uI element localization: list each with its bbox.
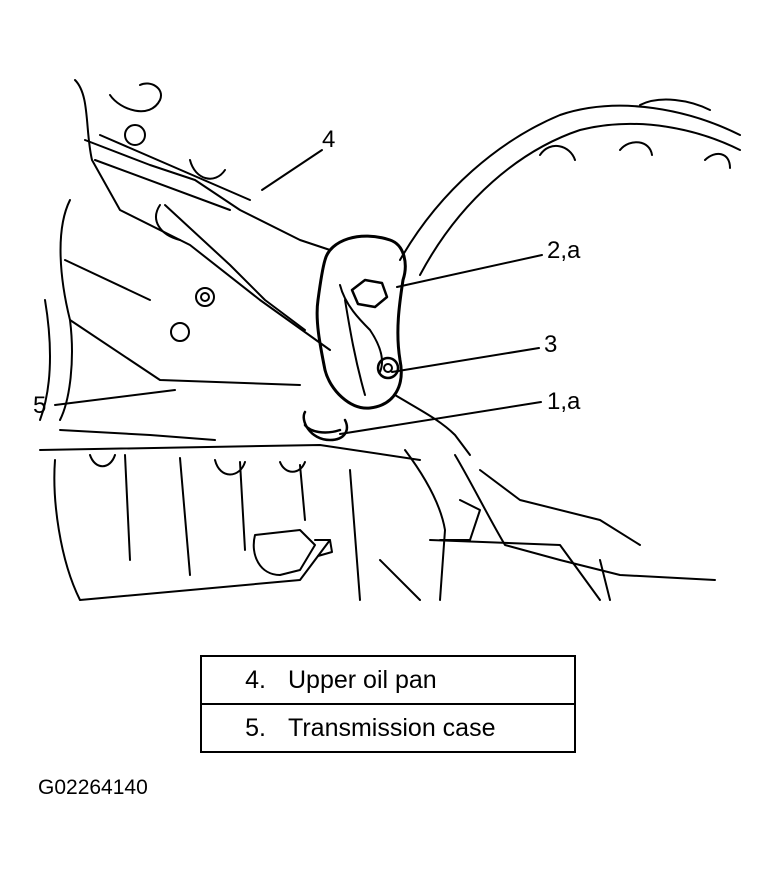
callout-4: 4 [322,126,336,153]
sensor-plug [252,529,333,576]
flange-outline [399,104,741,276]
callout-5: 5 [33,392,47,419]
callout-2a: 2,a [547,237,581,264]
leader-line-1a [339,401,542,435]
legend-number: 5. [245,713,266,742]
oil-pan-bracket-illustration [39,79,741,601]
legend-label: Upper oil pan [288,665,437,694]
mounting-bolt [302,410,349,442]
legend-table: 4. Upper oil pan 5. Transmission case [200,655,576,753]
callout-1a: 1,a [547,388,581,415]
legend-label: Transmission case [288,713,496,742]
upper-oil-pan-outline [74,79,331,351]
lower-oil-pan [39,444,421,601]
leader-line-5 [54,389,176,406]
legend-number: 4. [245,665,266,694]
figure-id: G02264140 [38,776,148,799]
transmission-case-outline [39,199,73,421]
leader-line-4 [261,149,323,191]
leader-line-2a [396,254,543,288]
callout-3: 3 [544,331,558,358]
upper-bolt [350,278,389,309]
bracket-outline [315,234,407,410]
lower-bolt [376,356,400,380]
legend-row: 4. Upper oil pan [202,657,574,703]
legend-row: 5. Transmission case [202,703,574,751]
leader-line-3 [391,347,540,373]
